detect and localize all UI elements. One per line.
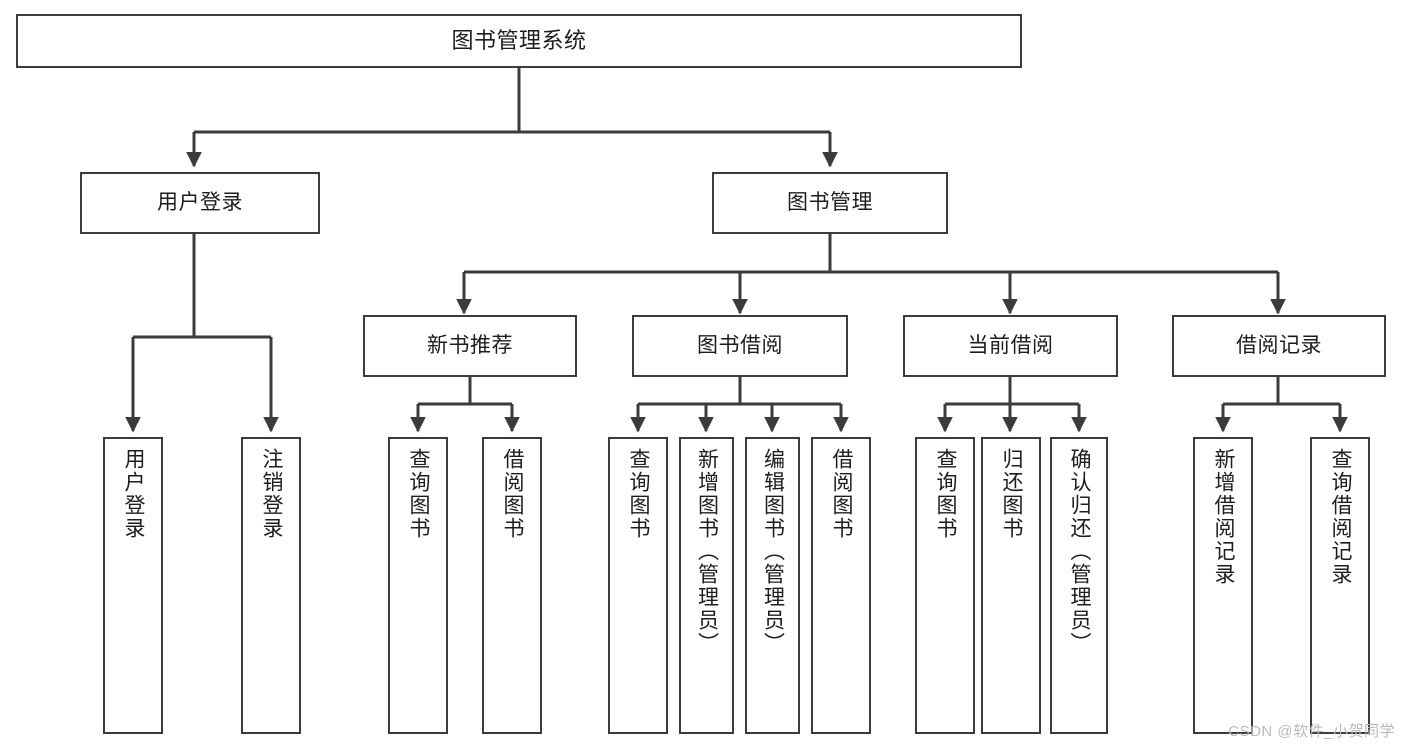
node-leaf-query-record-label: 查询借阅记录 xyxy=(1329,448,1353,586)
node-leaf-edit-book-label: 编辑图书（管理员） xyxy=(761,448,785,655)
node-leaf-return-book-label: 归还图书 xyxy=(1000,448,1024,540)
node-leaf-confirm-return[interactable]: 确认归还（管理员） xyxy=(1050,437,1108,734)
node-leaf-add-book-label: 新增图书（管理员） xyxy=(695,448,719,655)
node-book-manage[interactable]: 图书管理 xyxy=(712,172,948,234)
node-new-book-recommend[interactable]: 新书推荐 xyxy=(363,315,577,377)
node-leaf-return-book[interactable]: 归还图书 xyxy=(981,437,1041,734)
node-leaf-user-logout[interactable]: 注销登录 xyxy=(241,437,301,734)
node-book-manage-label: 图书管理 xyxy=(787,190,873,214)
node-leaf-user-login[interactable]: 用户登录 xyxy=(103,437,163,734)
node-leaf-user-login-label: 用户登录 xyxy=(122,448,146,540)
node-leaf-query-book-1[interactable]: 查询图书 xyxy=(388,437,448,734)
node-leaf-borrow-book-1[interactable]: 借阅图书 xyxy=(482,437,542,734)
node-leaf-query-book-3[interactable]: 查询图书 xyxy=(915,437,975,734)
node-leaf-confirm-return-label: 确认归还（管理员） xyxy=(1068,448,1092,655)
node-book-borrow[interactable]: 图书借阅 xyxy=(632,315,848,377)
node-book-borrow-label: 图书借阅 xyxy=(697,333,783,357)
node-current-borrow[interactable]: 当前借阅 xyxy=(903,315,1118,377)
node-leaf-edit-book[interactable]: 编辑图书（管理员） xyxy=(745,437,800,734)
node-leaf-query-book-2[interactable]: 查询图书 xyxy=(608,437,668,734)
node-leaf-borrow-book-2-label: 借阅图书 xyxy=(830,448,854,540)
node-new-book-recommend-label: 新书推荐 xyxy=(427,333,513,357)
node-leaf-query-book-1-label: 查询图书 xyxy=(407,448,431,540)
node-leaf-add-record[interactable]: 新增借阅记录 xyxy=(1193,437,1253,734)
node-borrow-record-label: 借阅记录 xyxy=(1236,333,1322,357)
node-leaf-query-book-2-label: 查询图书 xyxy=(627,448,651,540)
node-leaf-query-book-3-label: 查询图书 xyxy=(934,448,958,540)
node-user-login[interactable]: 用户登录 xyxy=(80,172,320,234)
node-user-login-label: 用户登录 xyxy=(157,190,243,214)
node-root[interactable]: 图书管理系统 xyxy=(16,14,1022,68)
node-leaf-borrow-book-1-label: 借阅图书 xyxy=(501,448,525,540)
node-borrow-record[interactable]: 借阅记录 xyxy=(1172,315,1386,377)
node-leaf-add-record-label: 新增借阅记录 xyxy=(1212,448,1236,586)
node-leaf-add-book[interactable]: 新增图书（管理员） xyxy=(679,437,734,734)
node-leaf-user-logout-label: 注销登录 xyxy=(260,448,284,540)
node-root-label: 图书管理系统 xyxy=(451,28,587,54)
node-leaf-query-record[interactable]: 查询借阅记录 xyxy=(1310,437,1370,734)
node-leaf-borrow-book-2[interactable]: 借阅图书 xyxy=(811,437,871,734)
watermark: CSDN @软件_小贺同学 xyxy=(1228,723,1395,740)
node-current-borrow-label: 当前借阅 xyxy=(967,333,1054,357)
